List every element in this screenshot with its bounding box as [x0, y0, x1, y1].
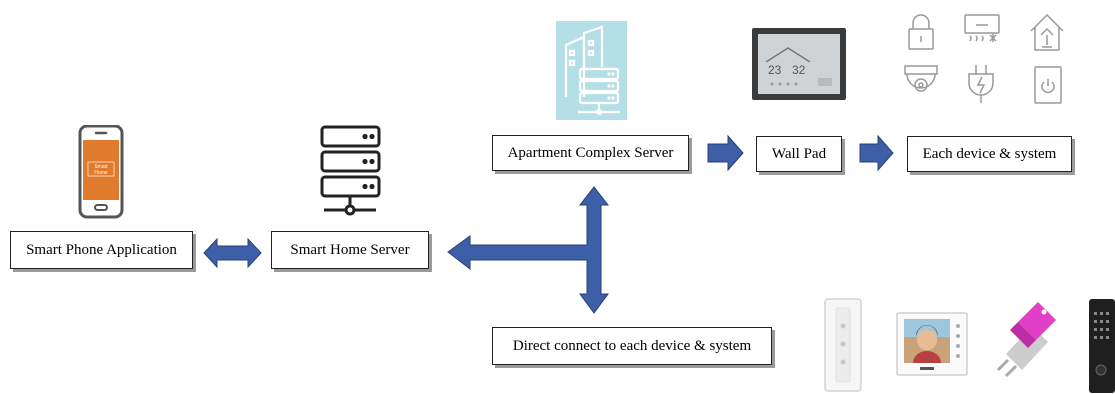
arrow-wallpad-devices [859, 134, 894, 172]
server-rack-icon [318, 124, 382, 218]
power-plug-icon [965, 63, 997, 105]
lock-icon [905, 13, 937, 51]
apartment-server-icon [556, 21, 627, 120]
wallpad-temp1: 23 [768, 63, 782, 77]
light-switch-panel-icon [822, 296, 864, 394]
door-lock-keypad-icon [1088, 298, 1115, 394]
junction-arrow [447, 186, 610, 314]
wall-pad-device-icon: 23 32 [752, 28, 846, 100]
home-sensor-icon [1028, 11, 1066, 53]
smartphone-icon: Smart Home [78, 125, 124, 219]
power-switch-icon [1033, 65, 1063, 105]
wallpad-temp2: 32 [792, 63, 806, 77]
smart-plug-icon [988, 298, 1060, 382]
video-intercom-icon [896, 312, 968, 376]
double-arrow-phone-server [203, 237, 262, 269]
direct-connect-box[interactable]: Direct connect to each device & system [492, 327, 772, 365]
phone-brand-line2: Home [94, 170, 108, 176]
air-conditioner-icon [962, 13, 1002, 51]
smart-home-server-box[interactable]: Smart Home Server [271, 231, 429, 269]
arrow-apartment-wallpad [707, 134, 744, 172]
smart-phone-app-box[interactable]: Smart Phone Application [10, 231, 193, 269]
phone-brand-line1: Smart [94, 164, 108, 170]
each-device-box[interactable]: Each device & system [907, 136, 1072, 172]
cctv-camera-icon [902, 63, 940, 103]
wall-pad-box[interactable]: Wall Pad [756, 136, 842, 172]
apartment-server-box[interactable]: Apartment Complex Server [492, 135, 689, 171]
